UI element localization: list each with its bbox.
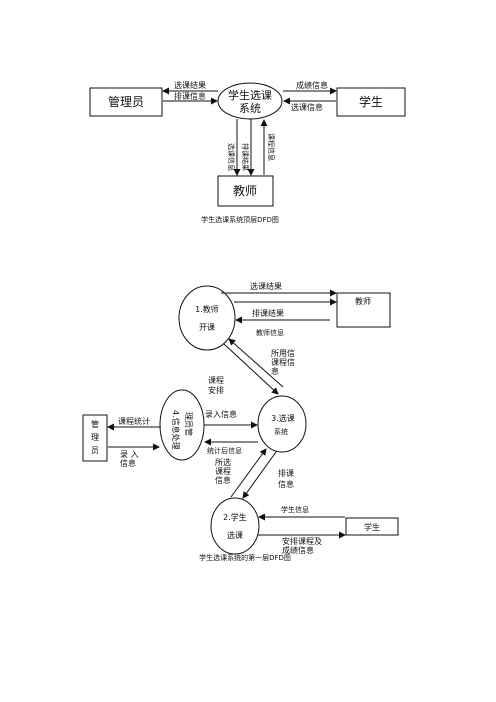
flow2-p1-p3-b	[228, 338, 284, 388]
process-4-admin-processing	[159, 389, 205, 461]
flow-course-info-up-label: 课程信息	[267, 133, 276, 161]
student-entity-label: 学生	[359, 94, 383, 109]
student-entity-label-2: 学生	[364, 522, 380, 532]
flow2-select-course-b: 课程	[215, 467, 231, 476]
flow-schedule-from-admin-label: 排课信息	[174, 91, 206, 101]
admin-entity-box	[89, 87, 163, 117]
teacher-entity-label-2: 教师	[355, 296, 371, 306]
flow2-course-info-b: 课程信	[271, 357, 295, 367]
flow2-input-info-label: 录入信息	[205, 409, 237, 419]
flow2-input-a: 录 入	[120, 450, 139, 459]
student-entity-box-2	[345, 517, 399, 536]
system-process-label-1: 学生选课	[228, 88, 272, 102]
teacher-entity-label: 教师	[233, 183, 257, 198]
admin-entity-box-2	[82, 414, 108, 462]
level1-dfd-caption: 学生选课系统的第一层DFD图	[199, 553, 291, 562]
process-2-student-select	[210, 497, 260, 555]
context-dfd-caption: 学生选课系统顶层DFD图	[201, 215, 279, 224]
level1-dfd: 1.教师 开课 教师 选课结果 排课结果 教师信息 所用信 课程信 息 课程 安…	[82, 281, 399, 562]
admin-entity-label-2b: 理	[91, 433, 99, 442]
system-process-label-2: 系统	[239, 102, 261, 115]
flow2-select-result-label: 选课结果	[250, 281, 282, 291]
admin-entity-label-2a: 管	[91, 419, 99, 429]
flow2-schedule-info-a: 排课	[278, 468, 294, 478]
flow2-stat-info-label: 统计后信息	[207, 446, 242, 455]
flow2-select-course-a: 所选	[215, 457, 231, 467]
flow2-p2-p3-b	[242, 451, 277, 499]
flow2-schedule-info-b: 信息	[278, 479, 294, 489]
flow2-arranged-b: 成绩信息	[282, 545, 314, 555]
process-1-label-2: 开课	[199, 323, 215, 332]
flow2-p1-p3-a	[223, 343, 279, 395]
flow2-course-info-c: 息	[271, 366, 279, 376]
system-process	[217, 82, 283, 120]
flow2-teacher-info-label: 教师信息	[256, 328, 284, 337]
process-2-label-2: 选课	[227, 530, 243, 540]
context-dfd: 管理员 学生选课 系统 学生 教师 选课结果 排课信息 成绩信息 选课信息 选课…	[89, 80, 406, 224]
flow-grade-from-student-label: 成绩信息	[296, 80, 328, 90]
teacher-entity-box-2	[336, 292, 391, 328]
flow2-course-info-a: 所用信	[271, 348, 295, 358]
process-4-label-2: 理员管	[184, 412, 194, 436]
flow-result-to-admin-label: 选课结果	[174, 80, 206, 90]
admin-entity-label-2c: 员	[91, 446, 99, 455]
process-4-label-1: 4.信息处理	[171, 410, 181, 450]
admin-entity-label: 管理员	[108, 94, 144, 109]
process-2-label-1: 2.学生	[223, 512, 247, 522]
flow2-p2-p3-a	[230, 448, 267, 498]
process-3-label-1: 3.选课	[271, 413, 295, 423]
process-1-label-1: 1.教师	[195, 304, 219, 314]
flow2-course-arrange-b: 安排	[208, 385, 224, 395]
flow2-schedule-result-label: 排课结果	[252, 308, 284, 318]
process-1-teacher-course	[178, 285, 236, 351]
student-entity-box	[336, 87, 406, 117]
flow2-course-stats-label: 课程统计	[118, 416, 150, 426]
process-3-select-system	[257, 395, 307, 453]
flow-select-down-label: 选课信息	[227, 143, 236, 171]
flow-select-to-student-label: 选课信息	[291, 102, 323, 112]
process-3-label-2: 系统	[274, 427, 288, 436]
flow2-student-info-label: 学生信息	[281, 505, 309, 514]
teacher-entity-box	[217, 175, 274, 207]
flow2-course-arrange-a: 课程	[208, 376, 224, 385]
flow2-select-course-c: 信息	[215, 475, 231, 485]
flow-schedule-result-down-label: 排课结果	[241, 143, 250, 171]
flow2-input-b: 信息	[120, 458, 136, 468]
flow2-arranged-a: 安排课程及	[282, 536, 322, 546]
